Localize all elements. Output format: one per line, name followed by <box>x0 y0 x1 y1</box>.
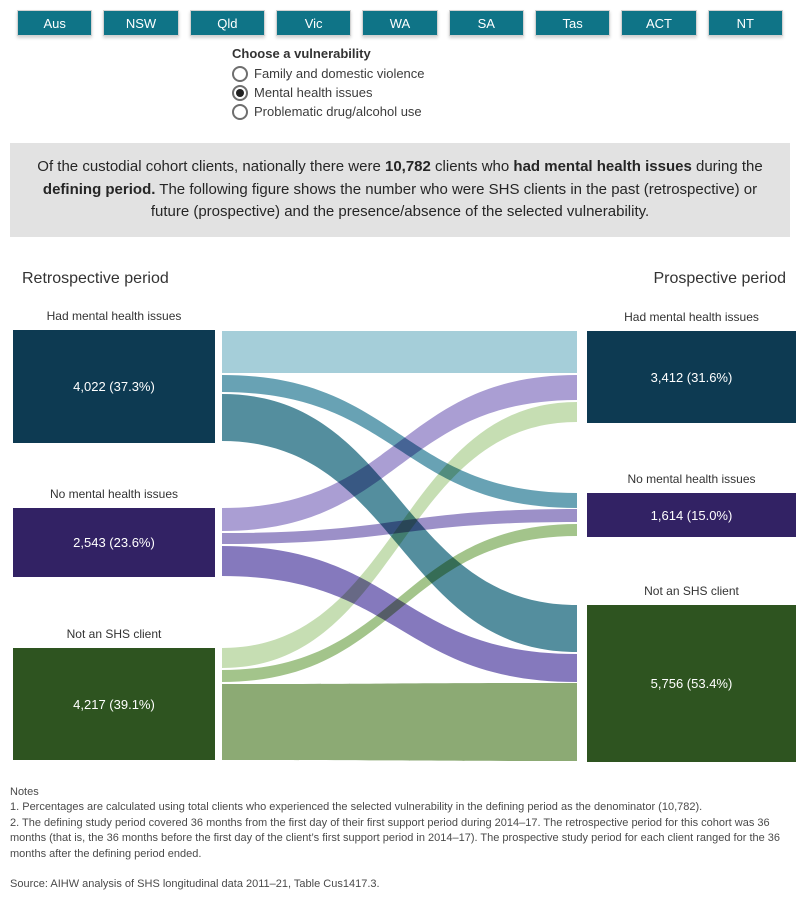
summary-segment: clients who <box>430 158 514 176</box>
radio-family-and-domestic-violence[interactable]: Family and domestic violence <box>232 64 425 83</box>
radio-label: Mental health issues <box>254 85 373 100</box>
note-1: 1. Percentages are calculated using tota… <box>10 801 703 814</box>
summary-emphasis: defining period. <box>42 180 156 198</box>
prosp-node-label-had-mental-health-issues: Had mental health issues <box>624 310 759 324</box>
region-tab-aus[interactable]: Aus <box>17 10 93 36</box>
source-line: Source: AIHW analysis of SHS longitudina… <box>10 877 380 890</box>
summary-segment: The following figure shows the number wh… <box>150 180 758 221</box>
region-tab-nsw[interactable]: NSW <box>103 10 179 36</box>
prosp-node-not-an-shs-client[interactable]: 5,756 (53.4%) <box>587 605 796 762</box>
summary-emphasis: 10,782 <box>384 158 431 176</box>
retro-node-label-no-mental-health-issues: No mental health issues <box>49 487 179 501</box>
radio-selected-icon[interactable] <box>232 84 248 101</box>
notes-heading: Notes <box>10 786 39 798</box>
flow-not-an-shs-client-to-had-mental-health-issues[interactable] <box>222 402 577 668</box>
radio-unselected-icon[interactable] <box>232 103 248 120</box>
flow-no-mental-health-issues-to-had-mental-health-issues[interactable] <box>222 375 577 531</box>
flow-not-an-shs-client-to-not-an-shs-client[interactable] <box>222 683 577 761</box>
flow-had-mental-health-issues-to-had-mental-health-issues[interactable] <box>222 331 577 373</box>
filter-title: Choose a vulnerability <box>232 46 371 61</box>
radio-problematic-drug-alcohol-use[interactable]: Problematic drug/alcohol use <box>232 102 425 121</box>
prosp-node-no-mental-health-issues[interactable]: 1,614 (15.0%) <box>587 493 796 537</box>
region-tab-nt[interactable]: NT <box>707 10 783 36</box>
summary-segment: during the <box>691 158 763 176</box>
flow-no-mental-health-issues-to-not-an-shs-client[interactable] <box>222 546 577 682</box>
flow-not-an-shs-client-to-no-mental-health-issues[interactable] <box>222 524 577 682</box>
retro-node-label-not-an-shs-client: Not an SHS client <box>66 627 162 641</box>
region-tab-qld[interactable]: Qld <box>189 10 265 36</box>
vulnerability-filter: Choose a vulnerability Family and domest… <box>232 46 425 121</box>
radio-dot <box>236 88 244 97</box>
retrospective-period-title: Retrospective period <box>22 270 169 287</box>
note-2: 2. The defining study period covered 36 … <box>10 816 781 860</box>
prosp-node-label-not-an-shs-client: Not an SHS client <box>644 584 739 598</box>
retro-node-label-had-mental-health-issues: Had mental health issues <box>46 309 182 323</box>
region-tab-act[interactable]: ACT <box>621 10 697 36</box>
retro-node-no-mental-health-issues[interactable]: 2,543 (23.6%) <box>13 508 215 577</box>
retro-node-not-an-shs-client[interactable]: 4,217 (39.1%) <box>13 648 215 760</box>
summary-segment: Of the custodial cohort clients, nationa… <box>37 158 385 176</box>
radio-label: Family and domestic violence <box>254 66 425 81</box>
summary-banner: Of the custodial cohort clients, nationa… <box>10 143 790 237</box>
prosp-node-had-mental-health-issues[interactable]: 3,412 (31.6%) <box>587 331 796 423</box>
radio-mental-health-issues[interactable]: Mental health issues <box>232 83 425 102</box>
prosp-node-label-no-mental-health-issues: No mental health issues <box>627 472 756 486</box>
region-tab-bar: Aus NSW Qld Vic WA SA Tas ACT NT <box>17 10 783 36</box>
region-tab-vic[interactable]: Vic <box>275 10 352 36</box>
radio-unselected-icon[interactable] <box>232 65 248 82</box>
prospective-period-title: Prospective period <box>653 270 786 287</box>
retro-node-had-mental-health-issues[interactable]: 4,022 (37.3%) <box>13 330 215 443</box>
region-tab-wa[interactable]: WA <box>362 10 438 36</box>
notes-section: Notes 1. Percentages are calculated usin… <box>10 785 792 892</box>
summary-text: Of the custodial cohort clients, nationa… <box>36 156 764 224</box>
region-tab-tas[interactable]: Tas <box>534 10 611 36</box>
region-tab-sa[interactable]: SA <box>448 10 524 36</box>
radio-label: Problematic drug/alcohol use <box>254 104 422 119</box>
summary-emphasis: had mental health issues <box>513 158 692 176</box>
